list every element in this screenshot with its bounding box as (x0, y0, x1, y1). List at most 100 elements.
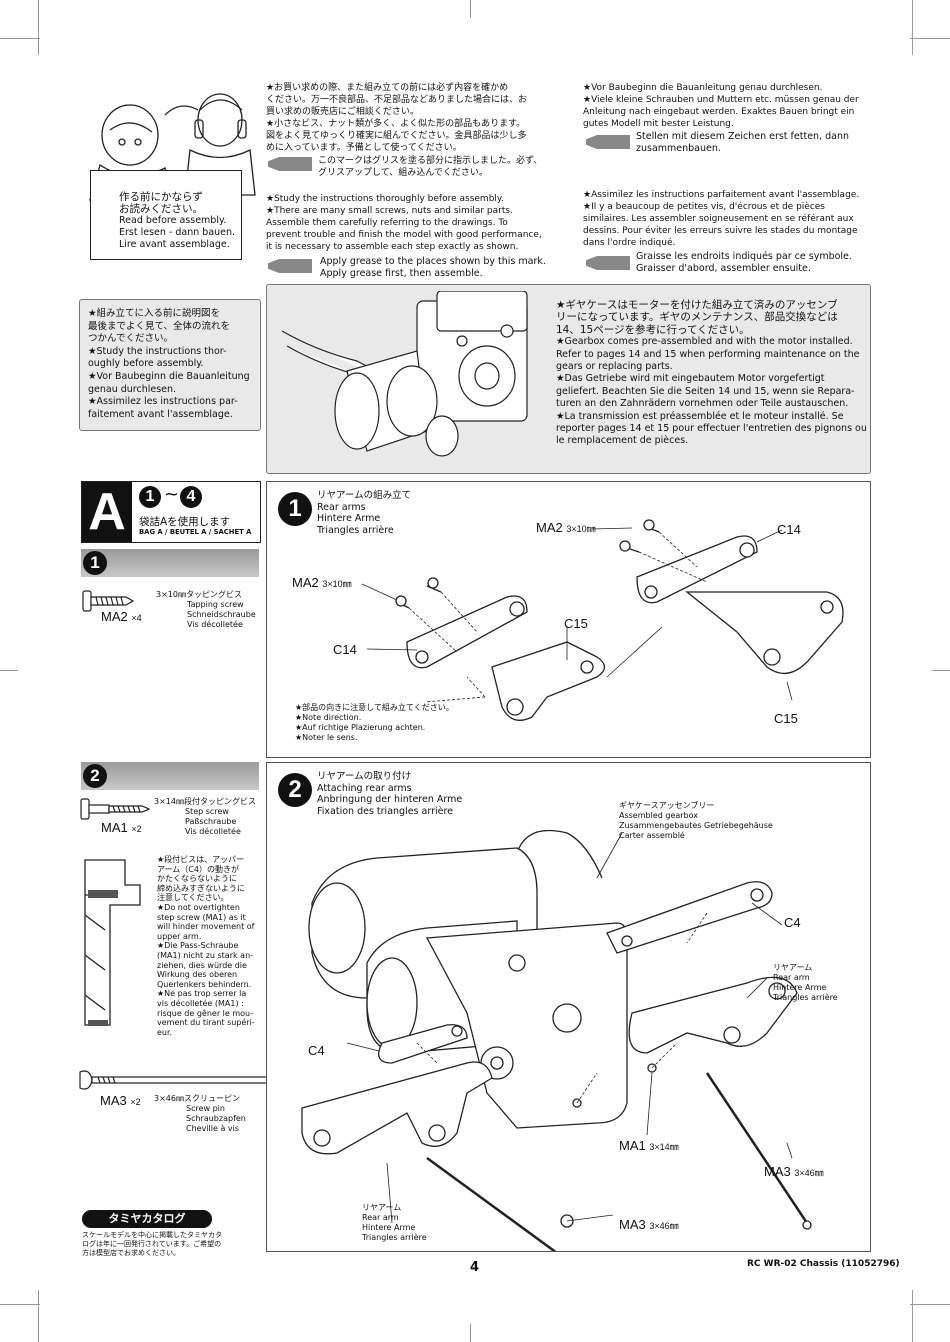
bag-step-from: 1 (139, 486, 161, 508)
ma2-desc-line: Vis décolletée (187, 620, 243, 629)
step-1-title-de: Hintere Arme (317, 513, 381, 524)
caution-line: will hinder movement of (157, 922, 255, 932)
fr-grease-line: Graisse les endroits indiqués par ce sym… (636, 251, 852, 262)
ma3-bottom-callout: MA3 3×46㎜ (619, 1217, 679, 1232)
rear-arm-line: Hintere Arme (362, 1223, 416, 1232)
fr-grease-text: Graisse les endroits indiqués par ce sym… (636, 251, 852, 275)
step-1-arms-diagram (361, 519, 844, 721)
jp-line: めに入っています。予備として使ってください。 (266, 143, 462, 153)
c15-mid-label: C15 (564, 616, 588, 631)
step-2-title-fr: Fixation des triangles arrière (317, 805, 454, 817)
page-number: 4 (470, 1260, 480, 1275)
gearbox-line: ★Das Getriebe wird mit eingebautem Motor… (556, 373, 825, 385)
fr-line: ★Il y a beaucoup de petites vis, d'écrou… (583, 202, 825, 212)
bag-jp: 袋詰Aを使用します (139, 516, 231, 528)
en-line: prevent trouble and finish the model wit… (266, 230, 542, 240)
step-2-title-de: Anbringung der hinteren Arme (317, 794, 463, 805)
ma2-parts-label: MA2 ×4 (101, 609, 142, 624)
gearbox-line: 14、15ページを参考に行ってください。 (556, 323, 750, 336)
ma3-size: 3×46㎜ (649, 1221, 679, 1231)
ma2-qty: ×4 (131, 613, 142, 623)
caution-line: Wirkung des oberen (157, 970, 238, 980)
catalog-line: ログは年に一回発行されています。ご希望の (82, 1240, 222, 1248)
gearbox-callout-line: ギヤケースアッセンブリー (619, 801, 715, 810)
en-grease-text: Apply grease to the places shown by this… (320, 256, 546, 280)
jp-line: ★お買い求めの際、また組み立ての前には必ず内容を確かめ (266, 83, 509, 93)
jp-line: 買い求めの販売店にご相談ください。 (266, 107, 419, 117)
en-grease-line: Apply grease to the places shown by this… (320, 256, 546, 267)
ma3-desc-line: Cheville à vis (186, 1124, 240, 1133)
step-1-title-jp: リヤアームの組み立て (317, 490, 412, 501)
en-line: ★There are many small screws, nuts and s… (266, 206, 513, 216)
de-line: ★Vor Baubeginn die Bauanleitung genau du… (583, 83, 823, 93)
caution-line: かたくならないように (157, 874, 237, 884)
step-2-title-en: Attaching rear arms (317, 782, 412, 794)
direction-note: ★部品の向きに注意して組み立てください。 ★Note direction. ★A… (295, 703, 454, 743)
jp-grease-line: グリスアップして、組み込んでください。 (318, 168, 488, 178)
direction-note-line: ★部品の向きに注意して組み立てください。 (295, 703, 454, 712)
upper-arm-caution-illustration (84, 859, 141, 1026)
fr-instructions: ★Assimilez les instructions parfaitement… (583, 189, 873, 249)
ma2-size: 3×10㎜ (566, 524, 596, 534)
fr-line: dessins. Pour éviter les erreurs suivre … (583, 226, 858, 236)
ma2-desc-line: Tapping screw (187, 600, 244, 609)
gearbox-info-box: ★ギヤケースはモーターを付けた組み立て済みのアッセンブ リーになっています。ギヤ… (266, 284, 871, 474)
catalog-line: スケールモデルを中心に掲載したタミヤカタ (82, 1231, 222, 1239)
note-line: ★Vor Baubeginn die Bauanleitung (88, 370, 250, 382)
ma2-desc-line: 3×10㎜タッピングビス (156, 590, 242, 599)
caution-line: ziehen, dies würde die (157, 960, 247, 970)
ma1-label: MA1 (101, 820, 128, 835)
note-line: 最後までよく見て、全体の流れを (88, 320, 231, 332)
parts-bar-2: 2 (81, 762, 259, 790)
gearbox-line: gears or replacing parts. (556, 361, 673, 373)
ma1-desc-line: 3×14㎜段付タッピングビス (154, 797, 256, 806)
gearbox-line: リーになっています。ギヤのメンテナンス、部品交換などは (556, 311, 838, 324)
ma2-label: MA2 (536, 520, 563, 535)
ma1-desc-line: Step screw (185, 807, 229, 816)
ma3-label: MA3 (619, 1217, 646, 1232)
catalog-text: スケールモデルを中心に掲載したタミヤカタ ログは年に一回発行されています。ご希望… (82, 1231, 222, 1258)
rear-arm-line: リヤアーム (773, 963, 813, 972)
ma2-size: 3×10㎜ (322, 579, 352, 589)
rear-arm-line: Rear arm (773, 973, 810, 982)
bag-step-to: 4 (180, 486, 202, 508)
c15-right-label: C15 (774, 711, 798, 726)
en-grease-line: Apply grease first, then assemble. (320, 268, 483, 279)
bag-letter: A (82, 482, 132, 542)
bag-tilde: ~ (164, 484, 180, 505)
jp-line: ★小さなビス、ナット類が多く、よく似た形の部品もあります。 (266, 119, 526, 129)
fr-grease-line: Graisser d'abord, assembler ensuite. (636, 263, 811, 274)
ma3-qty: ×2 (130, 1097, 141, 1107)
ma1-desc-line: Vis décolletée (185, 827, 241, 836)
fr-line: dans l'ordre indiqué. (583, 238, 676, 248)
direction-note-line: ★Auf richtige Plazierung achten. (295, 723, 426, 732)
ma1-qty: ×2 (131, 824, 142, 834)
jp-line: 図をよく見てゆっくり確実に組んでください。金具部品は少し多 (266, 131, 527, 141)
tapping-screw-icon (82, 590, 134, 612)
sign-fr: Lire avant assemblage. (119, 239, 230, 250)
bag-header: A 1 ~ 4 袋詰Aを使用します BAG A / BEUTEL A / SAC… (81, 481, 261, 543)
c14-left-label: C14 (333, 642, 357, 657)
ma1-desc: 3×14㎜段付タッピングビス Step screw Paßschraube Vi… (154, 797, 256, 837)
overtighten-caution: ★段付ビスは、アッパー アーム（C4）の動きが かたくならないように 締め込みす… (157, 855, 255, 1037)
rear-arm-bottom-callout: リヤアーム Rear arm Hintere Arme Triangles ar… (362, 1203, 427, 1243)
note-line: oughly before assembly. (88, 358, 204, 370)
gearbox-line: reporter pages 14 et 15 pour effectuer l… (556, 423, 867, 435)
caution-line: step screw (MA1) as it (157, 912, 246, 922)
de-grease-text: Stellen mit diesem Zeichen erst fetten, … (636, 131, 849, 155)
note-line: ★Assimilez les instructions par- (88, 396, 238, 408)
gearbox-line: Refer to pages 14 and 15 when performing… (556, 348, 860, 360)
gearbox-illustration (281, 291, 528, 457)
sign-de: Erst lesen - dann bauen. (119, 227, 236, 238)
rear-arm-line: Hintere Arme (773, 983, 827, 992)
en-line: ★Study the instructions thoroughly befor… (266, 194, 504, 204)
gearbox-callout-line: Assembled gearbox (619, 811, 699, 820)
jp-line: ください。万一不良部品、不足部品などありました場合には、お (266, 95, 528, 105)
caution-line: (MA1) nicht zu stark an- (157, 950, 254, 960)
ma1-label: MA1 (619, 1138, 646, 1153)
caution-line: 注意してください。 (157, 893, 229, 903)
ma1-callout: MA1 3×14㎜ (619, 1138, 679, 1153)
step-1-title: リヤアームの組み立て Rear arms Hintere Arme Triang… (317, 490, 411, 536)
ma2-label: MA2 (292, 575, 319, 590)
ma2-desc-line: Schneidschraube (187, 610, 256, 619)
